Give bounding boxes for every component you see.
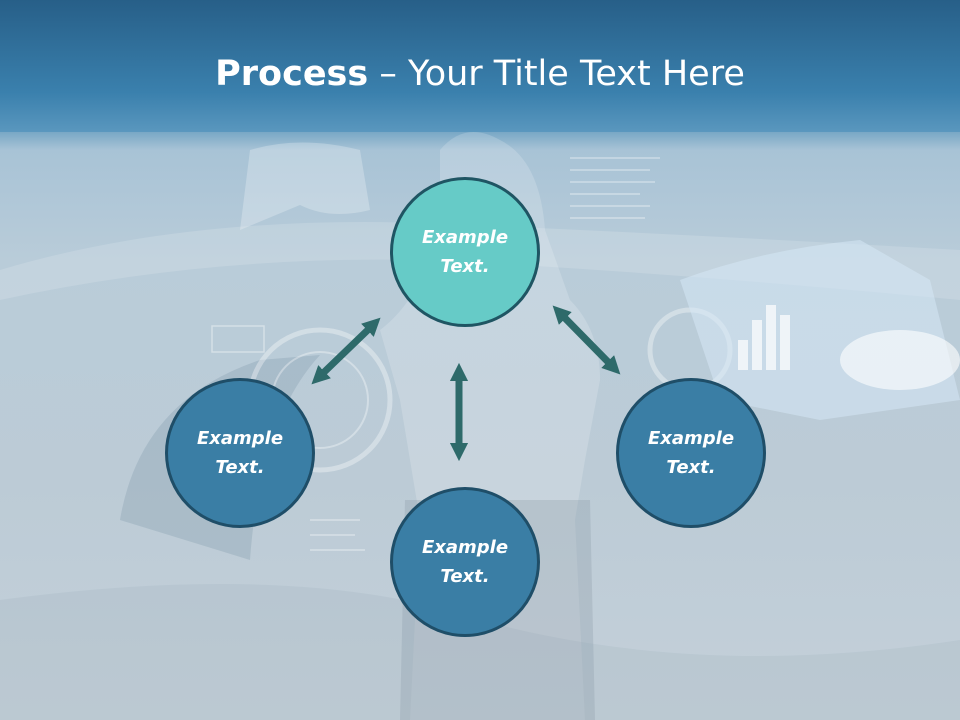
process-node-top: Example Text. bbox=[390, 177, 540, 327]
node-label-bottom: Example Text. bbox=[421, 537, 509, 587]
page-title: Process – Your Title Text Here bbox=[0, 52, 960, 96]
node-label-right: Example Text. bbox=[647, 428, 735, 478]
title-bold: Process bbox=[215, 54, 369, 94]
node-label-left: Example Text. bbox=[196, 428, 284, 478]
title-rest: – Your Title Text Here bbox=[368, 54, 745, 94]
node-label-top: Example Text. bbox=[421, 227, 509, 277]
arrow-right-top bbox=[552, 305, 621, 375]
title-bar bbox=[0, 0, 960, 132]
arrow-left-top bbox=[311, 317, 381, 385]
process-node-right: Example Text. bbox=[616, 378, 766, 528]
process-node-left: Example Text. bbox=[165, 378, 315, 528]
process-node-bottom: Example Text. bbox=[390, 487, 540, 637]
